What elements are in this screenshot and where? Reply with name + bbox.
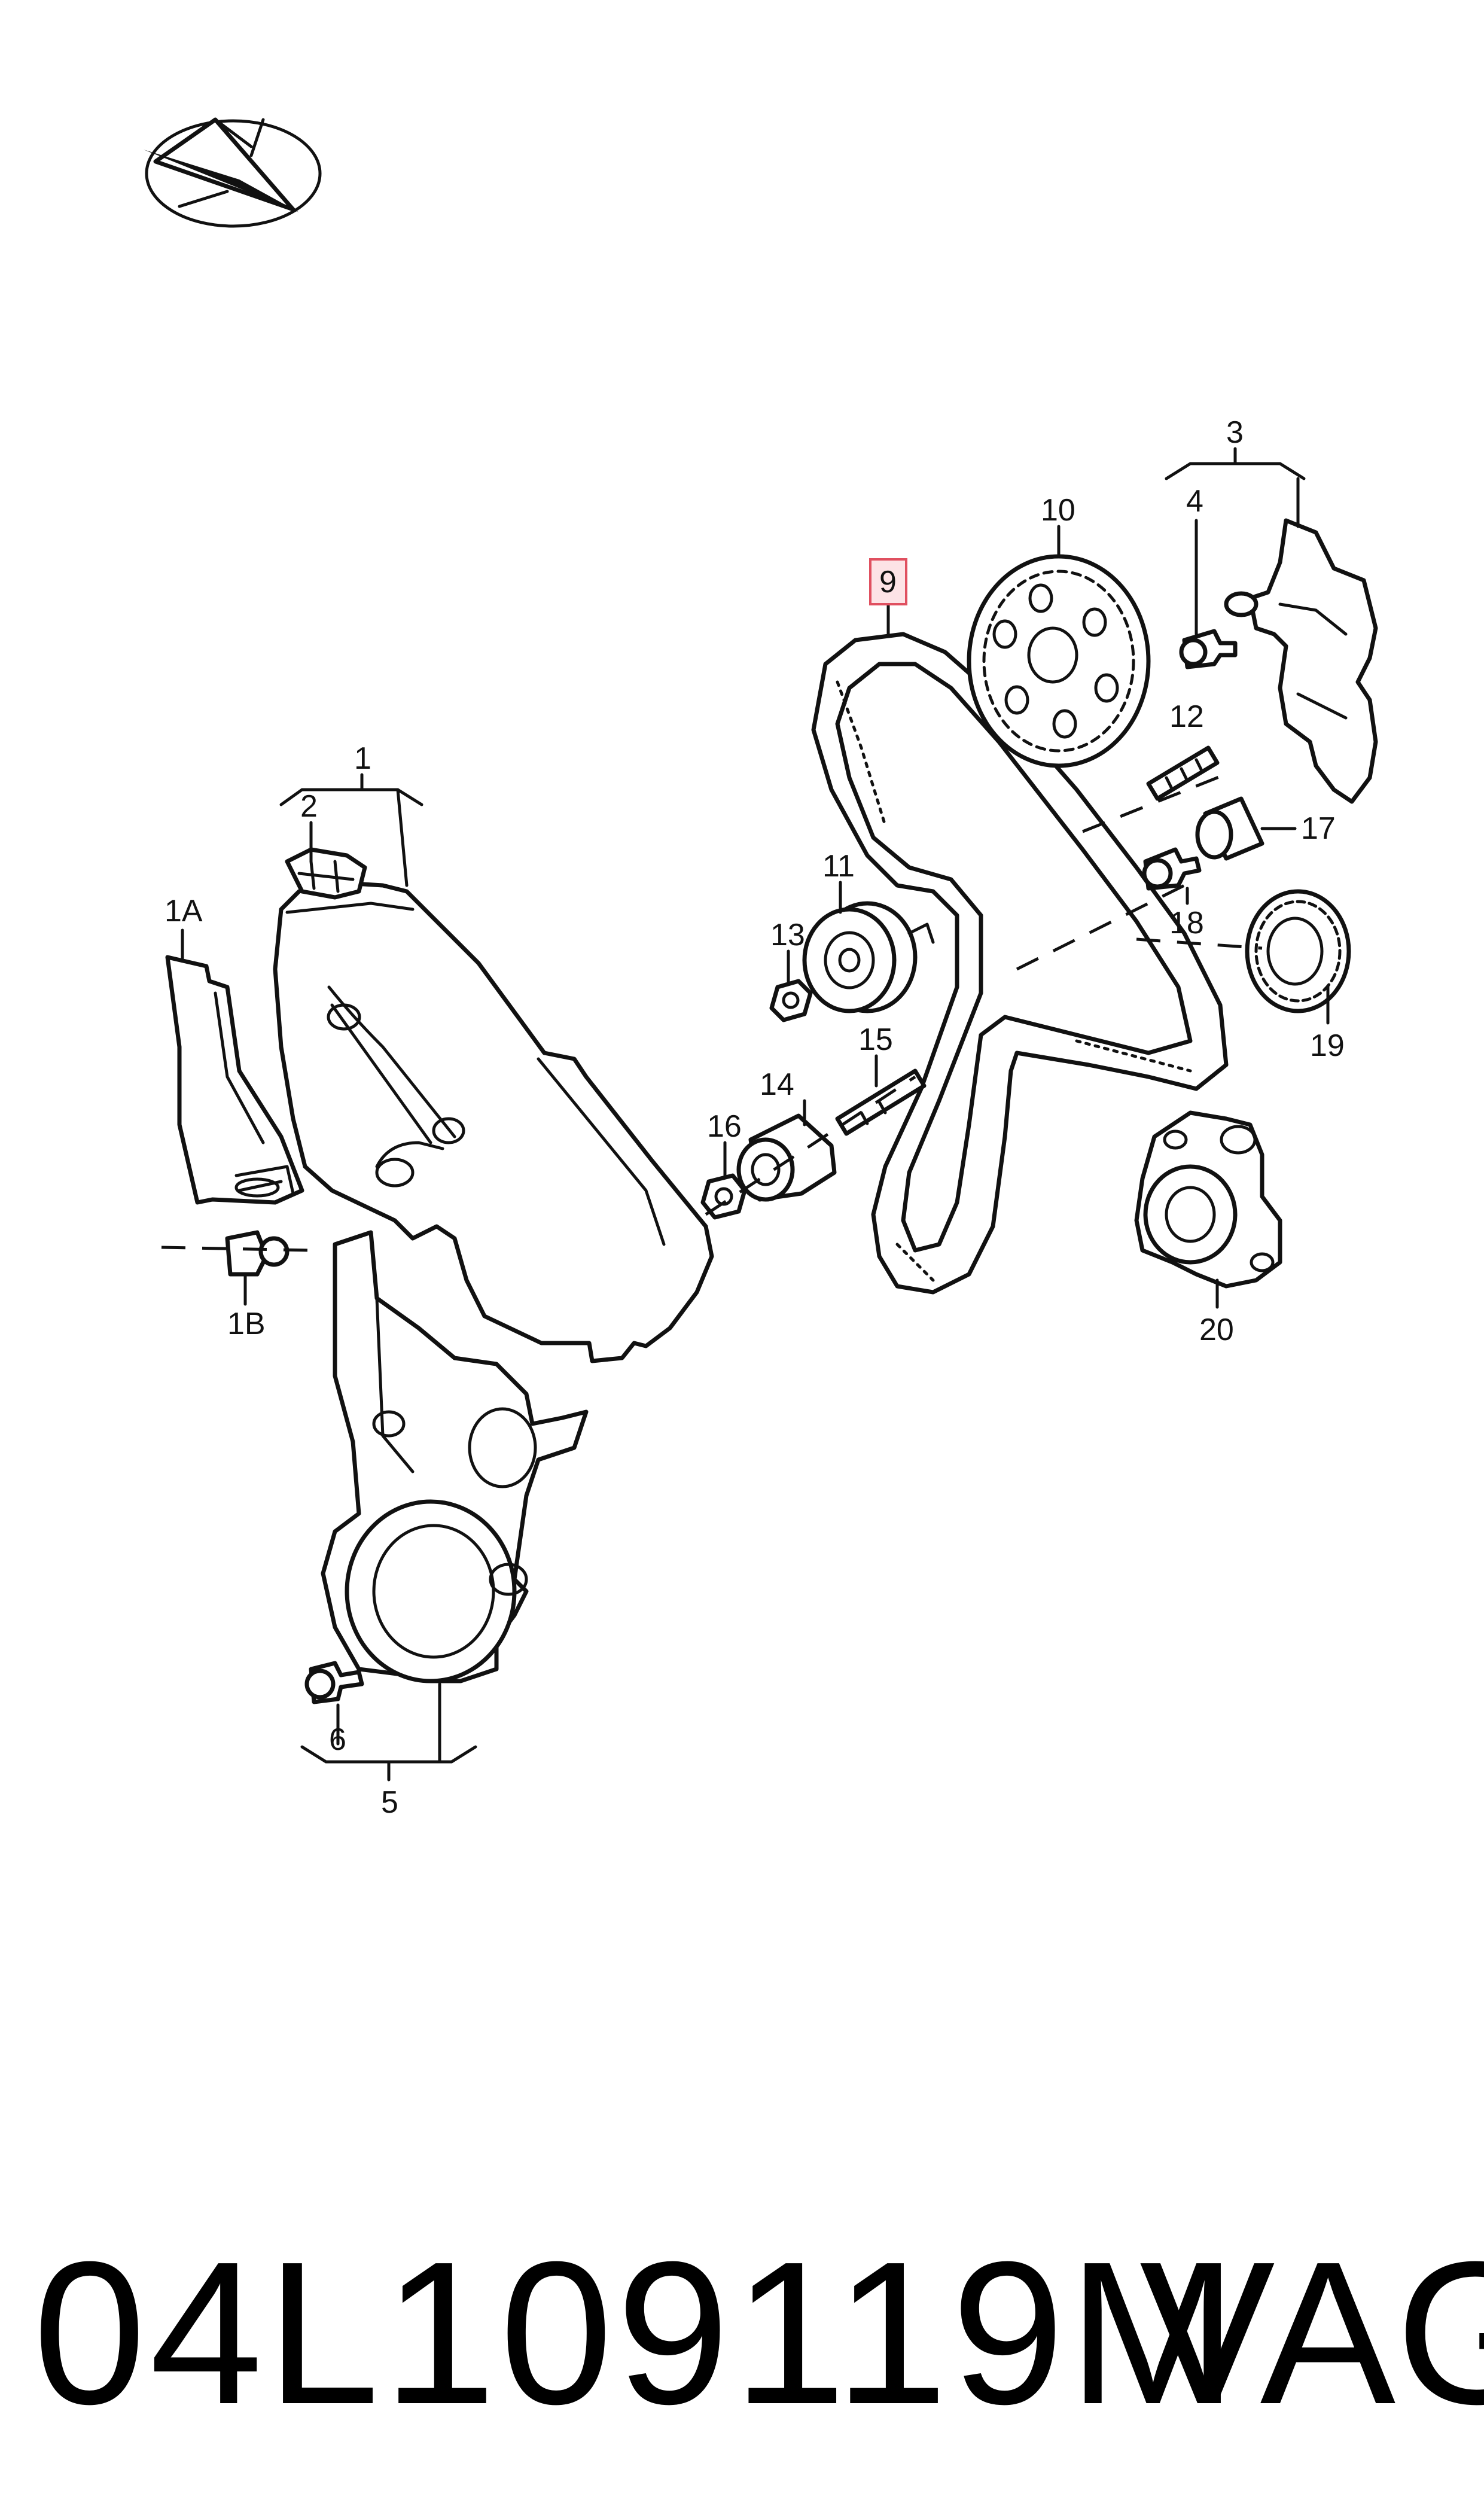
brand-logo xyxy=(144,117,322,228)
label-1[interactable]: 1 xyxy=(354,741,371,776)
crankshaft-sprocket-part-19[interactable] xyxy=(1245,889,1351,1013)
label-4[interactable]: 4 xyxy=(1186,484,1203,519)
bolt-part-4[interactable] xyxy=(1179,629,1238,669)
idler-pulley-part-14[interactable] xyxy=(736,1113,837,1202)
part-number: 04L109119M xyxy=(33,2219,1241,2447)
label-14[interactable]: 14 xyxy=(760,1067,794,1102)
label-2[interactable]: 2 xyxy=(300,789,318,824)
label-5[interactable]: 5 xyxy=(381,1785,398,1820)
label-1b[interactable]: 1B xyxy=(227,1307,266,1341)
label-9[interactable]: 9 xyxy=(879,565,897,599)
stud-part-12[interactable] xyxy=(1146,745,1220,801)
label-16[interactable]: 16 xyxy=(707,1109,742,1144)
rear-panel-part-3[interactable] xyxy=(1224,518,1378,804)
label-11[interactable]: 11 xyxy=(822,849,855,884)
label-10[interactable]: 10 xyxy=(1041,493,1075,528)
part-labels: 1 2 1A 1B 3 4 9 10 11 12 13 14 15 16 17 … xyxy=(164,415,1345,1820)
label-19[interactable]: 19 xyxy=(1310,1028,1345,1063)
nut-part-13[interactable] xyxy=(769,979,813,1022)
label-15[interactable]: 15 xyxy=(858,1022,893,1057)
water-pump-part-20[interactable] xyxy=(1134,1110,1282,1289)
bolt-part-6[interactable] xyxy=(304,1661,364,1704)
tensioner-pulley-part-11[interactable] xyxy=(802,901,935,1013)
label-6[interactable]: 6 xyxy=(329,1722,346,1757)
label-17[interactable]: 17 xyxy=(1301,811,1336,846)
label-13[interactable]: 13 xyxy=(770,918,805,952)
lower-timing-cover-part-5[interactable] xyxy=(321,1230,589,1683)
label-3[interactable]: 3 xyxy=(1226,415,1244,450)
leader-lines xyxy=(181,447,1330,1782)
stud-part-15[interactable] xyxy=(835,1068,927,1136)
footer: 04L109119M VAG xyxy=(0,2213,1484,2453)
label-18[interactable]: 18 xyxy=(1169,906,1204,940)
upper-timing-cover-part-1[interactable] xyxy=(273,880,714,1363)
cover-part-1a[interactable] xyxy=(165,955,304,1205)
label-12[interactable]: 12 xyxy=(1169,699,1204,734)
sleeve-part-17[interactable] xyxy=(1195,796,1264,861)
brand-name: VAG xyxy=(1139,2219,1484,2447)
bolt-part-1b[interactable] xyxy=(225,1230,290,1277)
camshaft-sprocket-part-10[interactable] xyxy=(967,554,1151,768)
label-1a[interactable]: 1A xyxy=(164,894,203,928)
label-20[interactable]: 20 xyxy=(1199,1313,1234,1347)
bolt-part-18[interactable] xyxy=(1142,847,1202,891)
alignment-lines xyxy=(161,770,1263,1252)
clip-part-2[interactable] xyxy=(285,847,367,900)
highlight-box-part-9 xyxy=(869,558,907,605)
